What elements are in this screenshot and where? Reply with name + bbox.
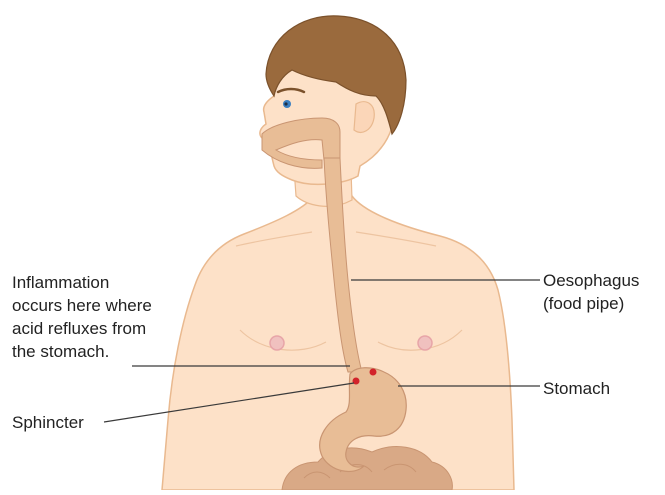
label-inflammation-line: occurs here where (12, 294, 152, 317)
label-inflammation-line: Inflammation (12, 271, 152, 294)
label-inflammation-line: the stomach. (12, 340, 152, 363)
nipple-right (418, 336, 432, 350)
label-stomach: Stomach (543, 377, 610, 400)
label-sphincter: Sphincter (12, 411, 84, 434)
label-oesophagus: Oesophagus (food pipe) (543, 269, 639, 315)
label-inflammation: Inflammation occurs here where acid refl… (12, 271, 152, 363)
label-inflammation-line: acid refluxes from (12, 317, 152, 340)
eye-pupil (284, 102, 287, 105)
label-oesophagus-line: (food pipe) (543, 292, 639, 315)
nipple-left (270, 336, 284, 350)
label-oesophagus-line: Oesophagus (543, 269, 639, 292)
sphincter-marker-right (370, 369, 377, 376)
